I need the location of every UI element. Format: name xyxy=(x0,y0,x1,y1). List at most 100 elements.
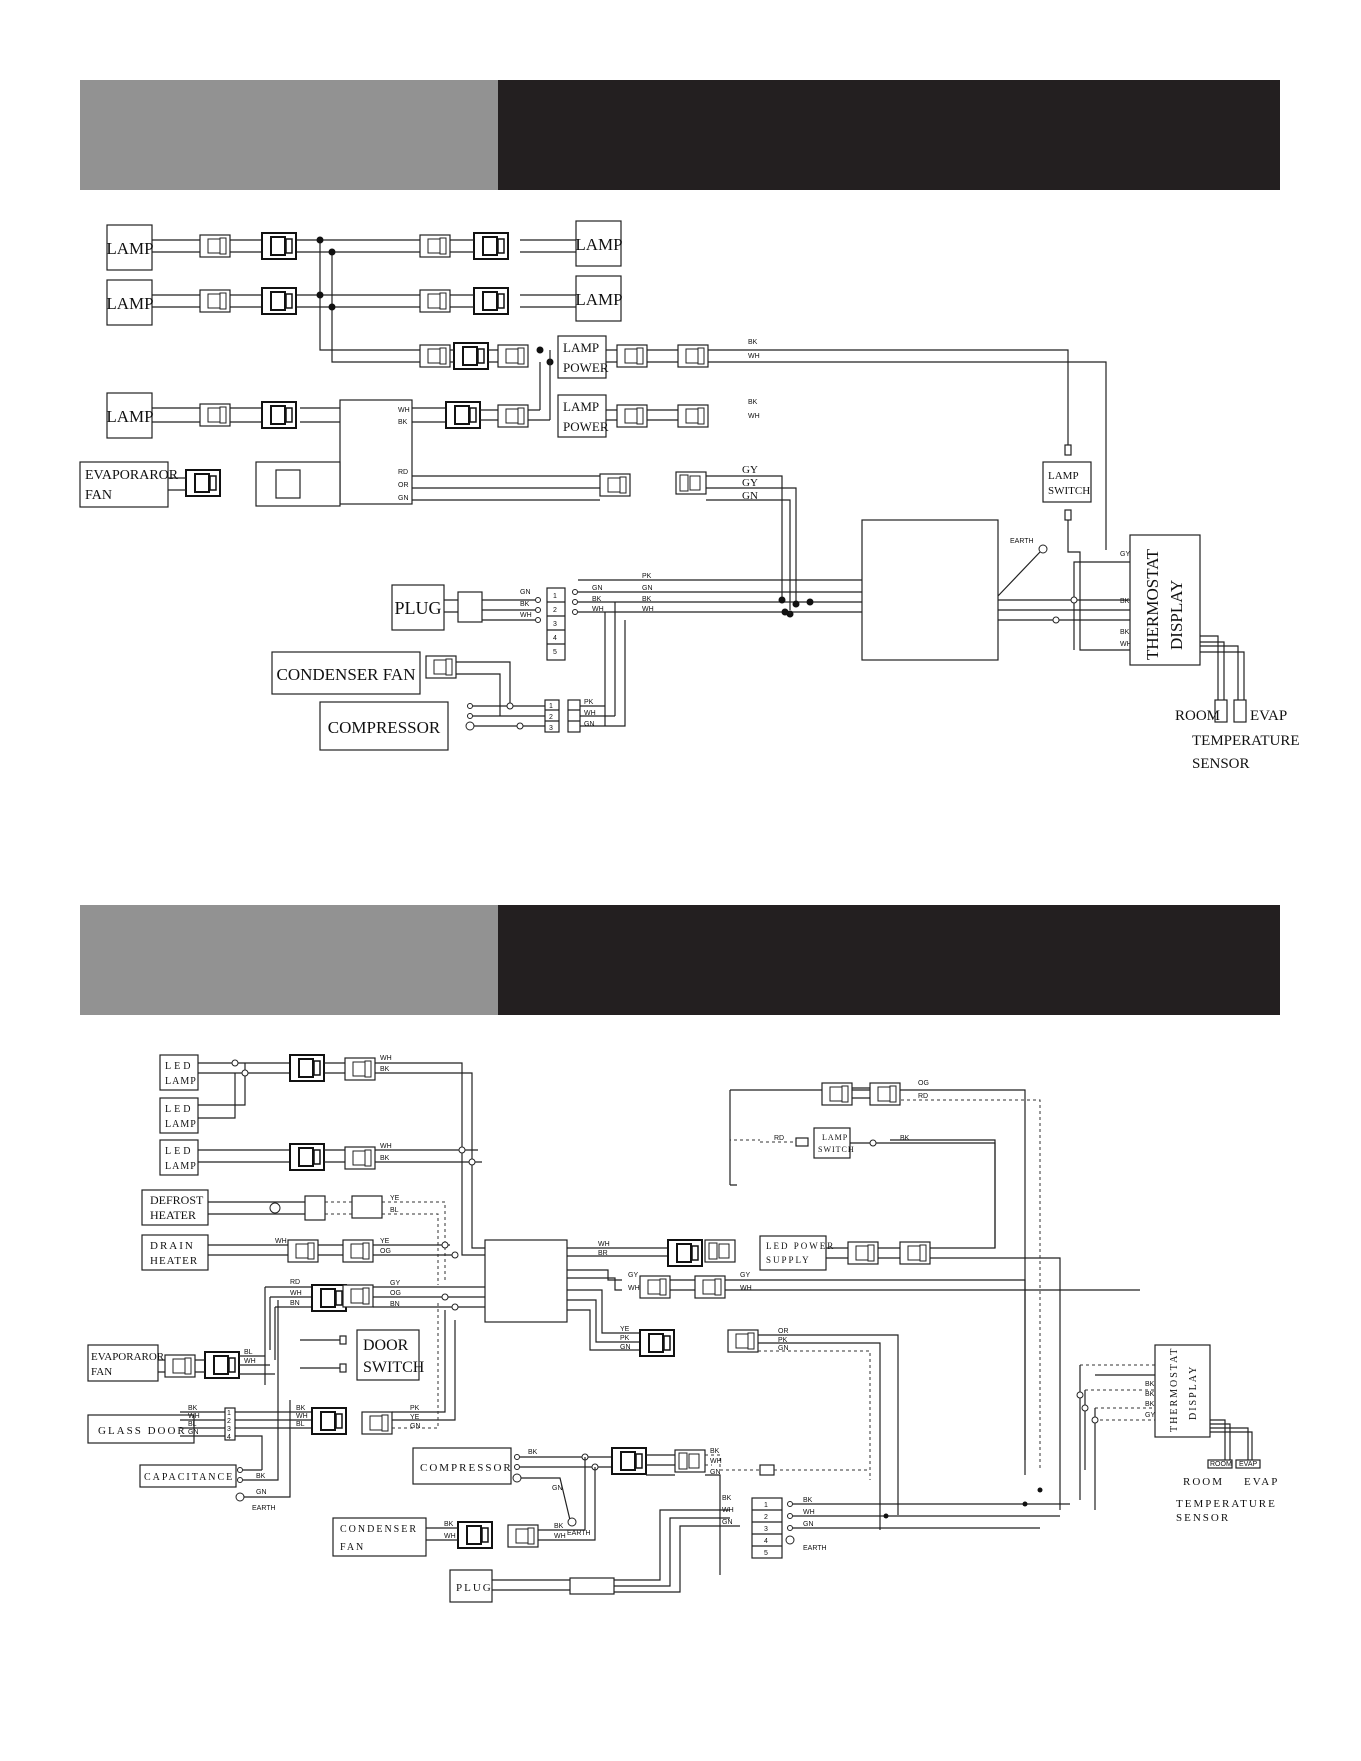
wire-p-bk: BK xyxy=(722,1495,732,1502)
capacitance-label: CAPACITANCE xyxy=(144,1472,234,1483)
door-switch-a: DOOR xyxy=(363,1337,409,1354)
wire-pk-d: PK xyxy=(410,1405,420,1412)
comp-term-3: 3 xyxy=(549,725,553,732)
sensor2-label: SENSOR xyxy=(1176,1512,1230,1524)
wire-p-wh: WH xyxy=(722,1507,734,1514)
header-band-1-dark xyxy=(498,80,1280,190)
wire-ctl-rd: RD xyxy=(398,469,408,476)
evaporator-fan-label-a: EVAPORAROR xyxy=(85,468,179,483)
wire-gy-e: GY xyxy=(390,1280,400,1287)
wire-gn-c: GN xyxy=(620,1344,631,1351)
plug-label: PLUG xyxy=(394,598,441,618)
wire-gn-d: GN xyxy=(410,1423,421,1430)
earth-label-2c: EARTH xyxy=(803,1545,827,1552)
wire-wh-c2: WH xyxy=(740,1285,752,1292)
wire-og-e: OG xyxy=(390,1290,401,1297)
wire-gn-1: GN xyxy=(742,490,758,502)
wire-cf-wh: WH xyxy=(444,1533,456,1540)
sensor-tag-room: ROOM xyxy=(1210,1461,1232,1468)
evaporator-fan-label-b: FAN xyxy=(85,488,112,503)
condenser-fan-label: CONDENSER FAN xyxy=(276,665,415,684)
lamp-switch2-a: LAMP xyxy=(822,1133,848,1142)
tb2-term-5: 5 xyxy=(764,1550,768,1557)
wire-wh-ps: WH xyxy=(598,1241,610,1248)
gd-term-2: 2 xyxy=(227,1418,231,1425)
condenser-fan2-a: CONDENSER xyxy=(340,1524,418,1535)
wire-cf-bk: BK xyxy=(444,1521,454,1528)
thermostat2-label-a: THERMOSTAT xyxy=(1169,1347,1180,1432)
wire-ye-dh: YE xyxy=(380,1238,390,1245)
wire-g-wh2: WH xyxy=(296,1413,308,1420)
wire-wh-3: WH xyxy=(642,606,654,613)
tb1-term-4: 4 xyxy=(553,635,557,642)
lamp-top-left-label: LAMP xyxy=(106,239,153,258)
wire-t-bk1: BK xyxy=(1120,598,1130,605)
lamp-switch2-b: SWITCH xyxy=(818,1145,855,1154)
wire-c-wh: WH xyxy=(584,710,596,717)
wire-bk-l1: BK xyxy=(380,1066,390,1073)
wire-cm-bk: BK xyxy=(710,1448,720,1455)
header-band-1 xyxy=(80,80,1280,190)
led-lamp-1-a: LED xyxy=(165,1061,193,1072)
wire-rd: RD xyxy=(918,1093,928,1100)
sensor-label: SENSOR xyxy=(1192,756,1250,772)
wire-cap-bk: BK xyxy=(256,1473,266,1480)
wire-wh-l3: WH xyxy=(380,1143,392,1150)
plug2-label: PLUG xyxy=(456,1582,493,1594)
wire-cf-wh2: WH xyxy=(554,1533,566,1540)
wire-cm-wh: WH xyxy=(710,1458,722,1465)
evaporator-fan2-b: FAN xyxy=(91,1366,112,1378)
wire-wh-dh: WH xyxy=(275,1238,287,1245)
evap-sensor-label: EVAP xyxy=(1250,708,1287,724)
led-lamp-2-b: LAMP xyxy=(165,1119,197,1130)
led-lamp-2-a: LED xyxy=(165,1104,193,1115)
led-power-supply-a: LED POWER xyxy=(766,1241,835,1251)
wire-wh-p: WH xyxy=(520,612,532,619)
wire-wh-e: WH xyxy=(290,1290,302,1297)
wire-bk-3: BK xyxy=(642,596,652,603)
tb1-term-3: 3 xyxy=(553,621,557,628)
wire-g-wh: WH xyxy=(188,1413,200,1420)
wire-bl: BL xyxy=(390,1207,399,1214)
earth-label-2a: EARTH xyxy=(252,1505,276,1512)
wire-comp-bk: BK xyxy=(528,1449,538,1456)
wire-wh-c: WH xyxy=(628,1285,640,1292)
wire-bn-e2: BN xyxy=(390,1301,400,1308)
tb1-term-2: 2 xyxy=(553,607,557,614)
tb2-term-4: 4 xyxy=(764,1538,768,1545)
wire-wh-2: WH xyxy=(748,413,760,420)
lamp-power-1-label-b: POWER xyxy=(563,360,609,375)
lamp-power-2-label-a: LAMP xyxy=(563,399,599,414)
tb2-term-2: 2 xyxy=(764,1514,768,1521)
led-lamp-3-a: LED xyxy=(165,1146,193,1157)
wire-p-gn: GN xyxy=(722,1519,733,1526)
wire-gy-2: GY xyxy=(742,477,758,489)
wire-gy-1: GY xyxy=(742,464,758,476)
wire-gn-c2: GN xyxy=(778,1345,789,1352)
gd-term-1: 1 xyxy=(227,1410,231,1417)
wire-c-gn: GN xyxy=(584,721,595,728)
wire-tb-bk: BK xyxy=(803,1497,813,1504)
led-lamp-3-b: LAMP xyxy=(165,1161,197,1172)
wire-g-bl: BL xyxy=(188,1421,197,1428)
wire-g-bk: BK xyxy=(188,1405,198,1412)
wire-ye: YE xyxy=(390,1195,400,1202)
wire-bl-f: BL xyxy=(244,1349,253,1356)
defrost-heater-b: HEATER xyxy=(150,1208,196,1222)
wire-bk-p: BK xyxy=(520,601,530,608)
glass-door-terminals: 1 2 3 4 xyxy=(224,1407,236,1441)
wire-ye-d: YE xyxy=(410,1414,420,1421)
earth-label-2b: EARTH xyxy=(567,1530,591,1537)
wire-ctl-gn: GN xyxy=(398,495,409,502)
tb1-term-1: 1 xyxy=(553,593,557,600)
wire-gn-p: GN xyxy=(520,589,531,596)
wire-og: OG xyxy=(918,1080,929,1087)
diagram-2: LED LAMP LED LAMP LED LAMP WH BK WH BK D… xyxy=(87,1054,1279,1603)
wire-cf-bk2: BK xyxy=(554,1523,564,1530)
wire-pk-c2: PK xyxy=(778,1337,788,1344)
wire-pk-c: PK xyxy=(620,1335,630,1342)
evap-sensor2-label: EVAP xyxy=(1244,1476,1279,1488)
wire-pk: PK xyxy=(642,573,652,580)
wire-t2-gy: GY xyxy=(1145,1412,1155,1419)
wire-ye-c: YE xyxy=(620,1326,630,1333)
